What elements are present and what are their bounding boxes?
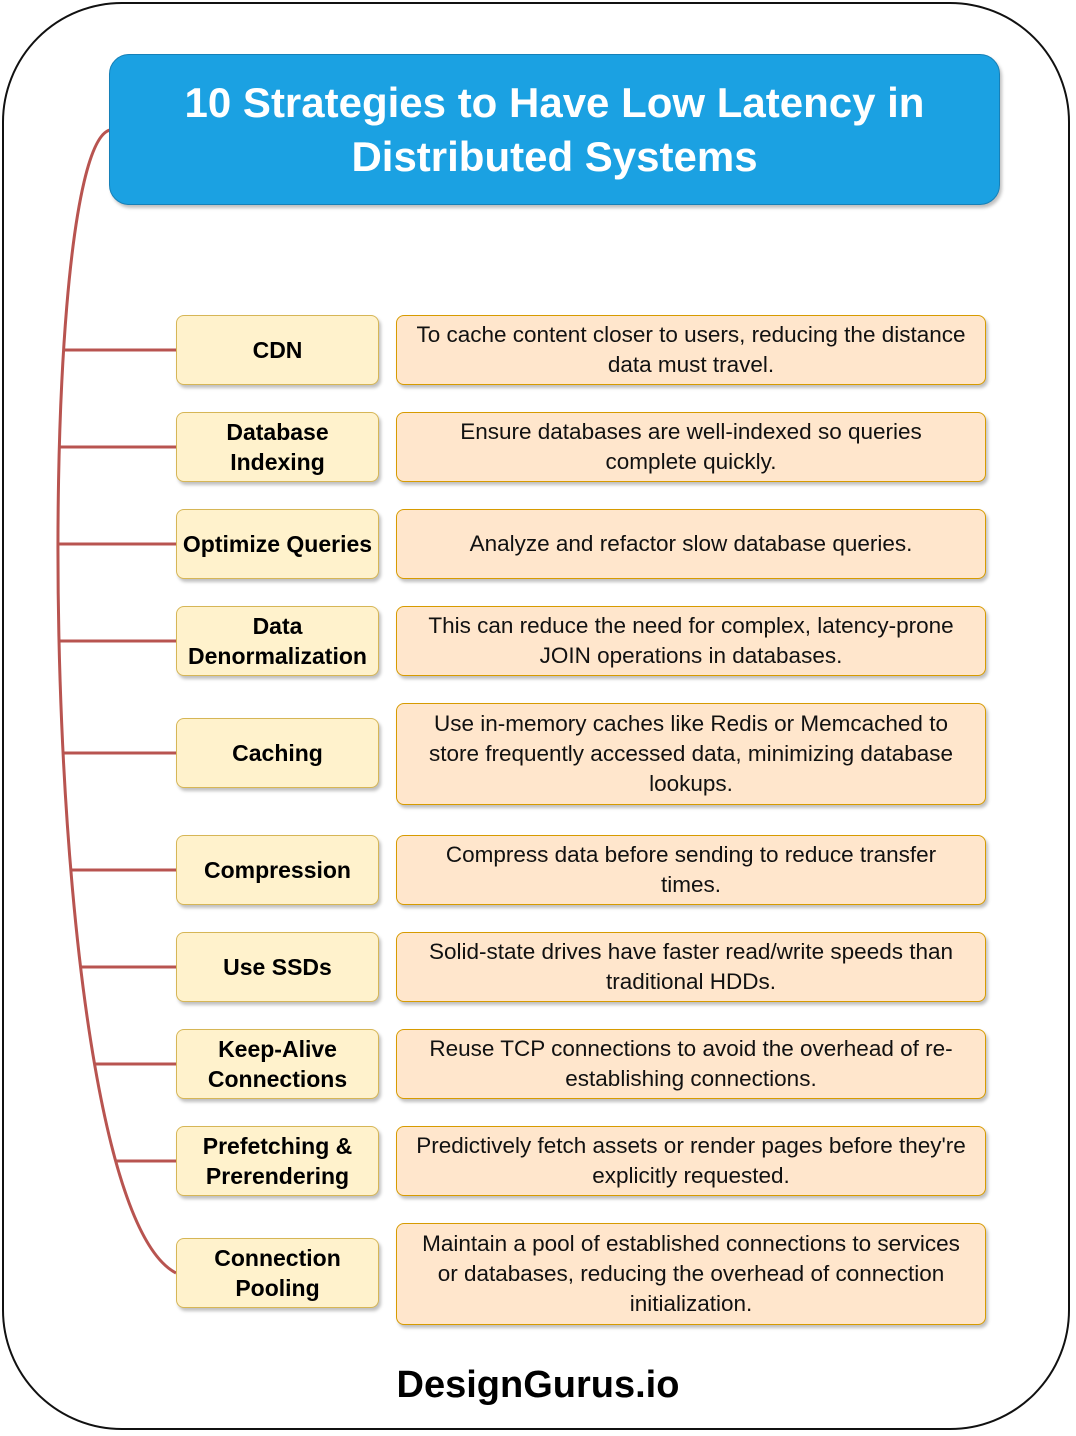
strategy-description-database-indexing: Ensure databases are well-indexed so que… — [396, 412, 986, 482]
strategy-description-caching: Use in-memory caches like Redis or Memca… — [396, 703, 986, 805]
strategy-description-use-ssds: Solid-state drives have faster read/writ… — [396, 932, 986, 1002]
strategy-description-data-denormalization: This can reduce the need for complex, la… — [396, 606, 986, 676]
trunk-line — [56, 128, 177, 1275]
strategy-label-prefetching-prerendering: Prefetching & Prerendering — [176, 1126, 379, 1196]
strategy-description-cdn: To cache content closer to users, reduci… — [396, 315, 986, 385]
strategy-description-optimize-queries: Analyze and refactor slow database queri… — [396, 509, 986, 579]
strategy-description-compression: Compress data before sending to reduce t… — [396, 835, 986, 905]
strategy-label-optimize-queries: Optimize Queries — [176, 509, 379, 579]
strategy-label-database-indexing: Database Indexing — [176, 412, 379, 482]
strategy-label-use-ssds: Use SSDs — [176, 932, 379, 1002]
strategy-label-data-denormalization: Data Denormalization — [176, 606, 379, 676]
strategy-label-keep-alive-connections: Keep-Alive Connections — [176, 1029, 379, 1099]
strategy-label-caching: Caching — [176, 718, 379, 788]
page-title: 10 Strategies to Have Low Latency in Dis… — [109, 54, 1000, 205]
strategy-description-keep-alive-connections: Reuse TCP connections to avoid the overh… — [396, 1029, 986, 1099]
strategy-description-connection-pooling: Maintain a pool of established connectio… — [396, 1223, 986, 1325]
strategy-label-connection-pooling: Connection Pooling — [176, 1238, 379, 1308]
strategy-description-prefetching-prerendering: Predictively fetch assets or render page… — [396, 1126, 986, 1196]
strategy-label-cdn: CDN — [176, 315, 379, 385]
strategy-label-compression: Compression — [176, 835, 379, 905]
brand-footer: DesignGurus.io — [396, 1364, 680, 1406]
branch-lines — [57, 348, 176, 1163]
